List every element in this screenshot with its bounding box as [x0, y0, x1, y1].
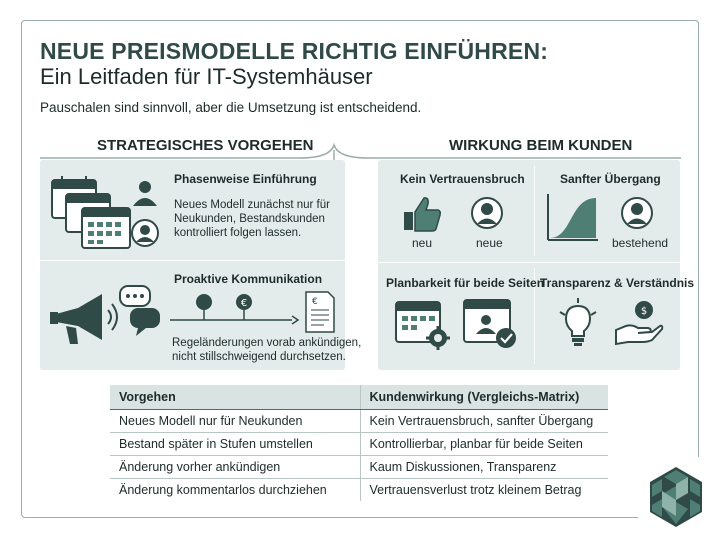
person-icon: [133, 181, 157, 206]
matrix-cell: Kontrollierbar, planbar für beide Seiten: [360, 432, 608, 456]
communication-text-line-1: Regeländerungen vorab ankündigen,: [172, 337, 362, 349]
comparison-matrix: Vorgehen Kundenwirkung (Vergleichs-Matri…: [110, 385, 608, 501]
person-circle-icon: [471, 197, 503, 229]
hand-with-coin-icon: $: [615, 301, 664, 346]
phase-text-line-2: Neukunden, Bestandskunden: [174, 213, 325, 225]
matrix-header-effect: Kundenwirkung (Vergleichs-Matrix): [360, 385, 608, 410]
right-section-heading: WIRKUNG BEIM KUNDEN: [449, 137, 633, 154]
megaphone-icon: [50, 285, 160, 344]
matrix-cell: Kaum Diskussionen, Transparenz: [360, 455, 608, 479]
matrix-cell: Änderung vorher ankündigen: [110, 455, 361, 479]
table-row: Änderung kommentarlos durchziehen Vertra…: [110, 478, 608, 501]
svg-text:€: €: [241, 298, 247, 309]
table-row: Bestand später in Stufen umstellen Kontr…: [110, 432, 608, 456]
lightbulb-icon: [559, 298, 597, 346]
matrix-cell: Kein Vertrauensbruch, sanfter Übergang: [360, 409, 608, 433]
person-circle-icon: [131, 219, 159, 247]
svg-text:$: $: [641, 306, 647, 317]
table-row: Neues Modell nur für Neukunden Kein Vert…: [110, 409, 608, 433]
calendar-user-check-icon: [463, 299, 516, 348]
transition-label-existing: bestehend: [612, 236, 669, 250]
calendar-stack-icon: [51, 176, 131, 249]
trust-label-new-customers: neue: [476, 236, 503, 250]
location-pin-icon: [196, 294, 212, 320]
matrix-cell: Vertrauensverlust trotz kleinem Betrag: [360, 478, 608, 501]
person-circle-icon: [621, 197, 653, 229]
table-row: Änderung vorher ankündigen Kaum Diskussi…: [110, 455, 608, 479]
subtitle: Pauschalen sind sinnvoll, aber die Umset…: [40, 100, 422, 115]
document-euro-icon: €: [305, 291, 335, 333]
communication-title: Proaktive Kommunikation: [174, 272, 323, 286]
matrix-header-approach: Vorgehen: [110, 385, 361, 410]
matrix-cell: Änderung kommentarlos durchziehen: [110, 478, 361, 501]
communication-text-line-2: nicht stillschweigend durchsetzen.: [172, 351, 346, 363]
thumbs-up-icon: [404, 197, 441, 232]
phase-title: Phasenweise Einführung: [174, 172, 317, 186]
s-curve-chart-icon: [547, 194, 598, 241]
title-line-1: NEUE PREISMODELLE RICHTIG EINFÜHREN:: [40, 38, 549, 64]
phase-text-line-3: kontrolliert folgen lassen.: [174, 227, 302, 239]
calendar-gear-icon: [395, 301, 450, 350]
chat-bubbles-icon: [119, 285, 160, 336]
matrix-cell: Neues Modell nur für Neukunden: [110, 409, 361, 433]
strategy-panel: Phasenweise Einführung Neues Modell zunä…: [40, 160, 361, 370]
planning-title: Planbarkeit für beide Seiten: [386, 276, 545, 290]
transition-title: Sanfter Übergang: [560, 172, 661, 186]
hexagon-logo-icon: [650, 467, 702, 527]
matrix-cell: Bestand später in Stufen umstellen: [110, 432, 361, 456]
transparency-title: Transparenz & Verständnis: [540, 276, 695, 290]
timeline-icon: € €: [170, 291, 335, 333]
left-section-heading: STRATEGISCHES VORGEHEN: [97, 137, 314, 154]
euro-coin-icon: €: [236, 294, 252, 320]
customer-effect-panel: Kein Vertrauensbruch neu neue Sanfter Üb…: [378, 160, 694, 370]
trust-label-new: neu: [412, 236, 433, 250]
title-line-2: Ein Leitfaden für IT-Systemhäuser: [40, 64, 373, 89]
svg-text:€: €: [312, 297, 318, 307]
phase-text-line-1: Neues Modell zunächst nur für: [174, 199, 330, 211]
trust-title: Kein Vertrauensbruch: [400, 172, 525, 186]
